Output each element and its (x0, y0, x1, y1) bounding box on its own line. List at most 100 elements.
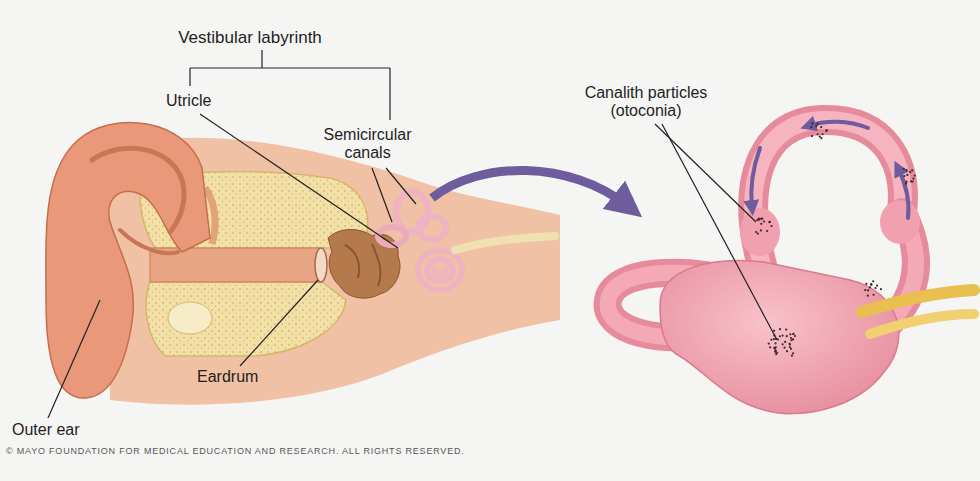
otoconia-dots (755, 122, 916, 356)
otoconia-dot (768, 342, 770, 344)
otoconia-dot (789, 333, 791, 335)
otoconia-dot (815, 125, 817, 127)
otoconia-dot (870, 283, 872, 285)
otoconia-dot (817, 123, 819, 125)
otoconia-dot (811, 122, 813, 124)
otoconia-dot (865, 283, 867, 285)
otoconia-dot (869, 286, 871, 288)
otoconia-dot (790, 337, 792, 339)
otoconia-dot (905, 183, 907, 185)
otoconia-dot (909, 171, 911, 173)
otoconia-dot (775, 350, 777, 352)
temporal-bone-texture (146, 282, 346, 356)
otoconia-dot (911, 169, 913, 171)
otoconia-dot (781, 335, 783, 337)
otoconia-dot (790, 348, 792, 350)
otoconia-dot (811, 135, 813, 137)
otoconia-dot (774, 348, 776, 350)
otoconia-dot (825, 130, 827, 132)
otoconia-dot (784, 341, 786, 343)
otoconia-dot (789, 343, 791, 345)
ampulla (880, 200, 920, 244)
otoconia-dot (770, 339, 772, 341)
leader-line (372, 168, 392, 222)
ossicle-detail (345, 244, 380, 286)
otoconia-dot (914, 174, 916, 176)
group-label: Vestibular labyrinth (150, 28, 350, 48)
otoconia-dot (822, 133, 824, 135)
otoconia-dot (769, 221, 771, 223)
otoconia-dot (905, 169, 907, 171)
inner-ear (378, 192, 555, 290)
otoconia-dot (867, 289, 869, 291)
otoconia-dot (820, 126, 822, 128)
otoconia-dot (903, 168, 905, 170)
flow-arrow (751, 148, 760, 208)
otoconia-dot (758, 219, 760, 221)
otoconia-dot (870, 284, 872, 286)
ossicles (328, 230, 400, 299)
leader-line (240, 280, 318, 366)
otoconia-dot (792, 352, 794, 354)
antihelix (92, 148, 184, 232)
otoconia-dot (874, 287, 876, 289)
otoconia-dot (779, 328, 781, 330)
part-label: Canalith particles (otoconia) (576, 84, 716, 120)
otoconia-dot (880, 288, 882, 290)
otoconia-dot (912, 177, 914, 179)
otoconia-dot (816, 133, 818, 135)
otoconia-dot (774, 351, 776, 353)
otoconia-dot (872, 294, 874, 296)
otoconia-dot (779, 335, 781, 337)
bracket (190, 50, 390, 120)
leader-line (48, 300, 100, 418)
otoconia-dot (791, 355, 793, 357)
otoconia-dot (792, 333, 794, 335)
otoconia-dot (910, 180, 912, 182)
small-nerve (455, 236, 555, 250)
otoconia-dot (903, 175, 905, 177)
otoconia-dot (760, 229, 762, 231)
otoconia-dot (819, 135, 821, 137)
part-label: Utricle (166, 92, 256, 110)
otoconia-dot (820, 137, 822, 139)
concha (120, 230, 178, 253)
otoconia-dot (776, 352, 778, 354)
eardrum-membrane (315, 248, 327, 282)
leader-line (386, 168, 416, 204)
vestibular-nerve (870, 314, 974, 334)
otoconia-dot (825, 129, 827, 131)
otoconia-dot (810, 126, 812, 128)
part-label: Eardrum (197, 368, 297, 386)
vestibule (660, 261, 899, 414)
otoconia-dot (792, 333, 794, 335)
otoconia-dot (756, 219, 758, 221)
otoconia-dot (906, 174, 908, 176)
copyright-notice: © MAYO FOUNDATION FOR MEDICAL EDUCATION … (6, 446, 706, 456)
small-canal (418, 216, 446, 240)
otoconia-dot (905, 181, 907, 183)
otoconia-dot (786, 350, 788, 352)
otoconia-dot (794, 335, 796, 337)
otoconia-dot (790, 339, 792, 341)
otoconia-dot (781, 343, 783, 345)
otoconia-dot (760, 223, 762, 225)
ampulla (740, 208, 780, 256)
otoconia-dot (872, 280, 874, 282)
otoconia-dot (864, 289, 866, 291)
bone-cavity (168, 302, 212, 334)
otoconia-dot (867, 295, 869, 297)
small-canal (378, 227, 406, 245)
otoconia-dot (785, 328, 787, 330)
vestibular-labyrinth-enlarged (608, 120, 974, 414)
temporal-bone (146, 282, 346, 356)
otoconia-dot (876, 285, 878, 287)
otoconia-dot (773, 338, 775, 340)
flow-arrow (808, 122, 868, 128)
otoconia-dot (755, 231, 757, 233)
otoconia-dot (769, 346, 771, 348)
part-label: Outer ear (12, 421, 112, 439)
